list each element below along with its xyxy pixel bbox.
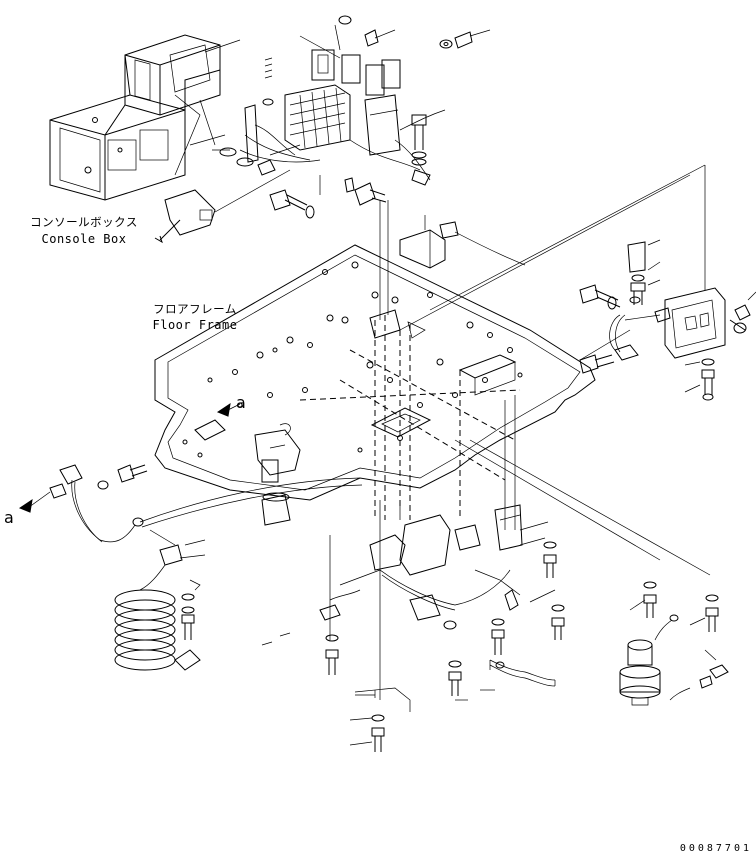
floor-frame-label-en: Floor Frame: [152, 318, 238, 332]
document-number: 00087701: [679, 843, 752, 854]
harness-top: [212, 15, 526, 269]
right-components: [579, 239, 756, 401]
leader-lines: [329, 164, 711, 700]
harness-bottom: [319, 504, 719, 752]
console-box: [49, 34, 241, 201]
left-components: [18, 402, 363, 671]
floor-frame-label-jp: フロアフレーム: [153, 302, 237, 316]
view-ref-left: a: [4, 508, 14, 527]
console-box-label-en: Console Box: [41, 232, 127, 246]
console-box-label-jp: コンソールボックス: [30, 215, 138, 229]
view-ref-center: a: [236, 393, 246, 412]
floor-frame: [154, 244, 596, 526]
bracket-left: [154, 169, 291, 244]
solenoid: [619, 614, 729, 706]
